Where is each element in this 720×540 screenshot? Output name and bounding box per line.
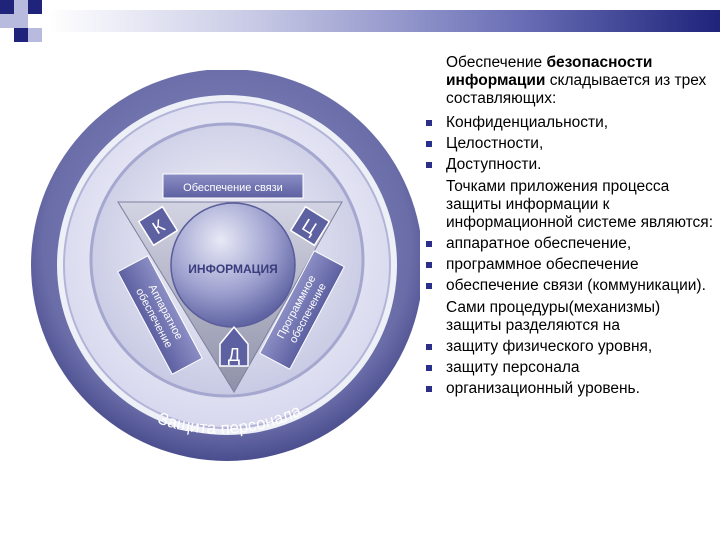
intro-pre: Обеспечение xyxy=(446,54,547,71)
top-band xyxy=(162,173,304,199)
text-column: Обеспечение безопасности информации скла… xyxy=(424,54,714,401)
decor-square-3 xyxy=(28,0,42,14)
decor-square-5 xyxy=(14,14,28,28)
intro-post: складывается из трех составляющих: xyxy=(446,72,707,107)
decor-square-6 xyxy=(14,28,28,42)
procedures-paragraph: Сами процедуры(механизмы) защиты разделя… xyxy=(446,299,661,334)
decor-square-1 xyxy=(0,0,14,14)
list-item: Доступности. xyxy=(424,156,714,174)
decor-square-2 xyxy=(14,0,28,14)
center-label: ИНФОРМАЦИЯ xyxy=(188,262,277,276)
letter-d: Д xyxy=(228,345,240,365)
letter-c-block xyxy=(289,205,331,247)
security-diagram: ИНФОРМАЦИЯ Обеспечение связи Аппаратное … xyxy=(31,70,420,461)
decor-square-4 xyxy=(0,14,14,28)
intro-bold: безопасности информации xyxy=(446,54,653,89)
list-item: аппаратное обеспечение, xyxy=(424,235,714,253)
letter-d-block xyxy=(219,325,249,367)
list-item: обеспечение связи (коммуникации). xyxy=(424,277,714,295)
list-item: Конфиденциальности, xyxy=(424,114,714,132)
points-paragraph: Точками приложения процесса защиты инфор… xyxy=(446,178,714,231)
list-item: защиту физического уровня, xyxy=(424,338,714,356)
top-band-label: Обеспечение связи xyxy=(183,182,283,194)
intro-paragraph: Обеспечение безопасности информации скла… xyxy=(424,54,714,108)
left-band xyxy=(117,255,203,375)
list-item: Целостности, xyxy=(424,135,714,153)
list-item: защиту персонала xyxy=(424,359,714,377)
letter-k-block xyxy=(137,205,179,247)
right-band-group xyxy=(259,250,345,370)
list-item: организационный уровень. xyxy=(424,380,714,398)
header-gradient-bar xyxy=(48,10,720,32)
list-item: программное обеспечение xyxy=(424,256,714,274)
decor-square-7 xyxy=(28,28,42,42)
center-circle xyxy=(170,202,296,328)
right-band xyxy=(259,250,345,370)
left-band-group xyxy=(117,255,203,375)
